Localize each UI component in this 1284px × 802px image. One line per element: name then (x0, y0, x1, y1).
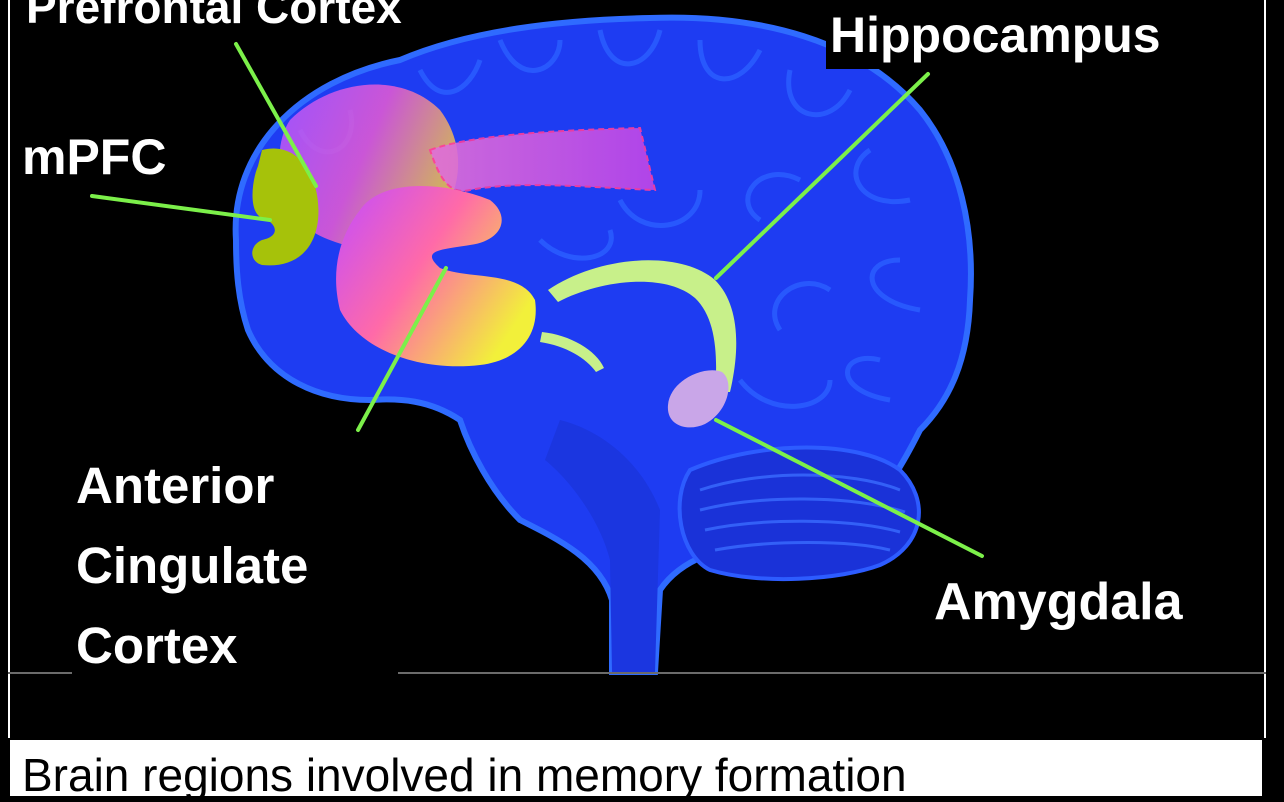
pointer-mpfc (90, 194, 272, 222)
brain-diagram (90, 14, 984, 675)
divider-line (8, 672, 1266, 674)
pointer-hippocampus (714, 72, 930, 280)
label-hippocampus: Hippocampus (826, 6, 1169, 69)
brainstem (545, 420, 660, 672)
pointer-amygdala (714, 418, 984, 558)
label-amygdala: Amygdala (934, 573, 1183, 631)
fornix-tail (540, 332, 604, 372)
label-prefrontal-cortex: Prefrontal Cortex (22, 0, 406, 35)
gyri-folds (297, 29, 921, 409)
amygdala-region (667, 370, 729, 428)
label-anterior-cingulate-cortex: Anterior Cingulate Cortex (72, 446, 399, 690)
label-mpfc: mPFC (18, 132, 171, 183)
cerebellum (677, 445, 921, 582)
anterior-cingulate-region (336, 186, 536, 367)
caption-text: Brain regions involved in memory formati… (22, 749, 907, 801)
pointer-lines (90, 42, 984, 558)
callosum-band (428, 126, 657, 192)
mpfc-region (252, 148, 319, 266)
pointer-cingulate (356, 266, 448, 432)
pointer-prefrontal (234, 42, 318, 188)
hippocampus-region (548, 260, 737, 392)
